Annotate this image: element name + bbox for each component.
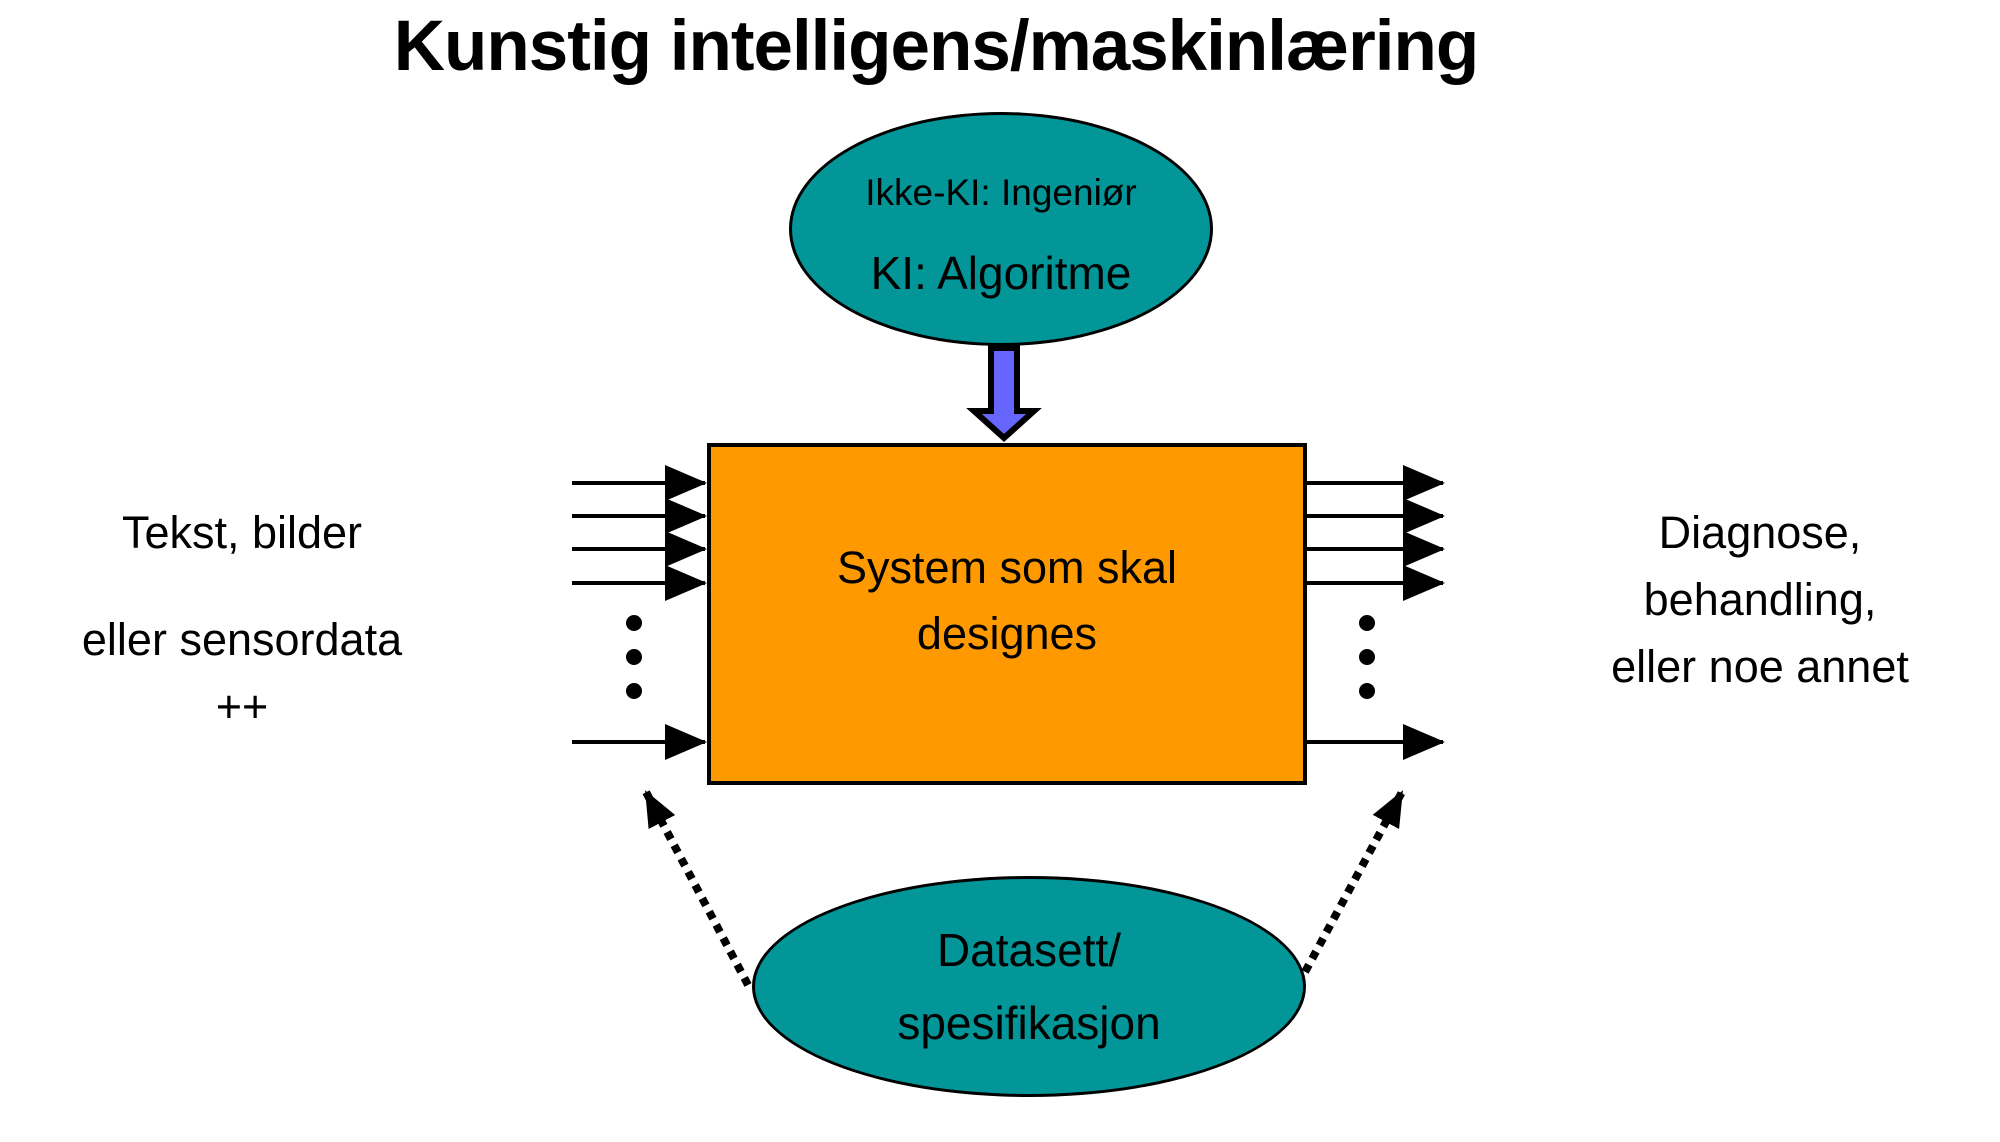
algorithm-ellipse-line1: Ikke-KI: Ingeniør <box>865 172 1137 213</box>
dataset-to-box-left-arrow <box>642 790 752 987</box>
input-label-line3: ++ <box>215 681 269 732</box>
input-ellipsis-dot-2 <box>626 649 642 665</box>
output-label-line3: eller noe annet <box>1611 641 1909 692</box>
input-ellipsis-dot-1 <box>626 615 642 631</box>
system-box: System som skal designes <box>707 443 1307 785</box>
output-ellipsis-dot-3 <box>1359 683 1375 699</box>
dataset-ellipse-line1: Datasett/ <box>936 924 1122 976</box>
design-arrow <box>966 345 1042 443</box>
input-ellipsis-dot-3 <box>626 683 642 699</box>
output-label: Diagnose, behandling, eller noe annet <box>1548 506 1972 694</box>
input-label: Tekst, bilder eller sensordata ++ <box>30 506 454 734</box>
dataset-to-box-right-arrow <box>1294 790 1406 987</box>
input-label-line2: eller sensordata <box>81 614 403 665</box>
system-box-line1: System som skal <box>836 542 1178 593</box>
system-box-line2: designes <box>916 608 1098 659</box>
output-ellipsis-dot-1 <box>1359 615 1375 631</box>
page-title: Kunstig intelligens/maskinlæring <box>393 7 1479 86</box>
algorithm-ellipse-line2: KI: Algoritme <box>870 247 1132 299</box>
algorithm-ellipse: Ikke-KI: Ingeniør KI: Algoritme <box>789 112 1213 346</box>
output-ellipsis-dot-2 <box>1359 649 1375 665</box>
dataset-ellipse: Datasett/ spesifikasjon <box>752 876 1306 1097</box>
output-label-line2: behandling, <box>1643 574 1877 625</box>
input-label-line1: Tekst, bilder <box>121 507 363 558</box>
dataset-ellipse-line2: spesifikasjon <box>897 997 1161 1049</box>
output-label-line1: Diagnose, <box>1658 507 1862 558</box>
